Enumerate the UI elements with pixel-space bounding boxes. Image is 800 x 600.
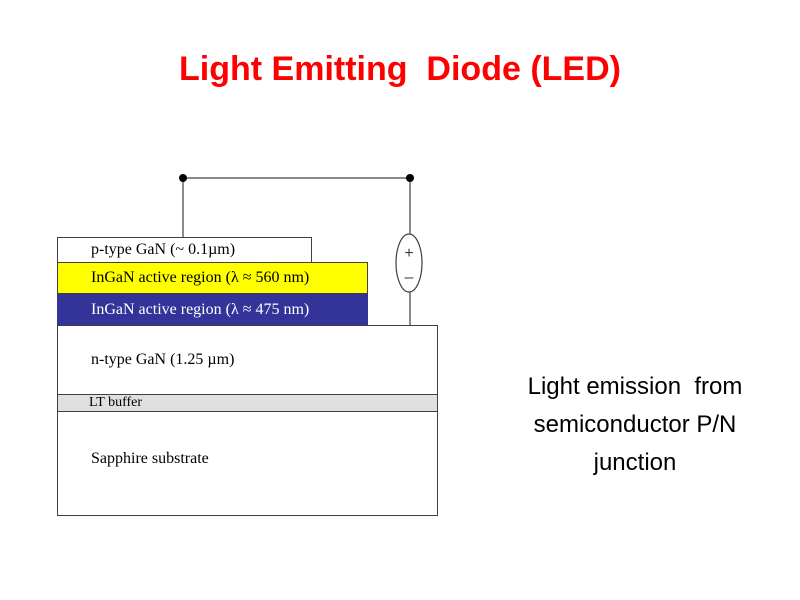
slide-title: Light Emitting Diode (LED) [179, 50, 621, 88]
layer-label: InGaN active region (λ ≈ 475 nm) [91, 301, 310, 318]
layer-n-type-gan: n-type GaN (1.25 µm) [57, 325, 438, 396]
layer-ingan-560: InGaN active region (λ ≈ 560 nm) [57, 262, 368, 294]
caption-line: semiconductor P/N [533, 411, 737, 438]
layer-label: p-type GaN (~ 0.1µm) [91, 241, 236, 258]
layer-label: Sapphire substrate [91, 450, 209, 467]
layer-lt-buffer: LT buffer [57, 394, 438, 412]
layer-label: n-type GaN (1.25 µm) [91, 351, 235, 368]
battery-plus: + [404, 245, 413, 262]
caption-line: Light emission from [527, 373, 743, 400]
caption: Light emission from semiconductor P/N ju… [470, 368, 800, 482]
caption-line: junction [593, 449, 677, 476]
layer-ingan-475: InGaN active region (λ ≈ 475 nm) [57, 294, 368, 326]
layer-label: InGaN active region (λ ≈ 560 nm) [91, 269, 310, 286]
battery-icon [395, 233, 423, 293]
layer-sapphire-substrate: Sapphire substrate [57, 411, 438, 516]
battery-minus: – [405, 269, 414, 286]
node-right [406, 174, 414, 182]
node-left [179, 174, 187, 182]
layer-p-type-gan: p-type GaN (~ 0.1µm) [57, 237, 312, 263]
layer-label: LT buffer [89, 395, 143, 410]
